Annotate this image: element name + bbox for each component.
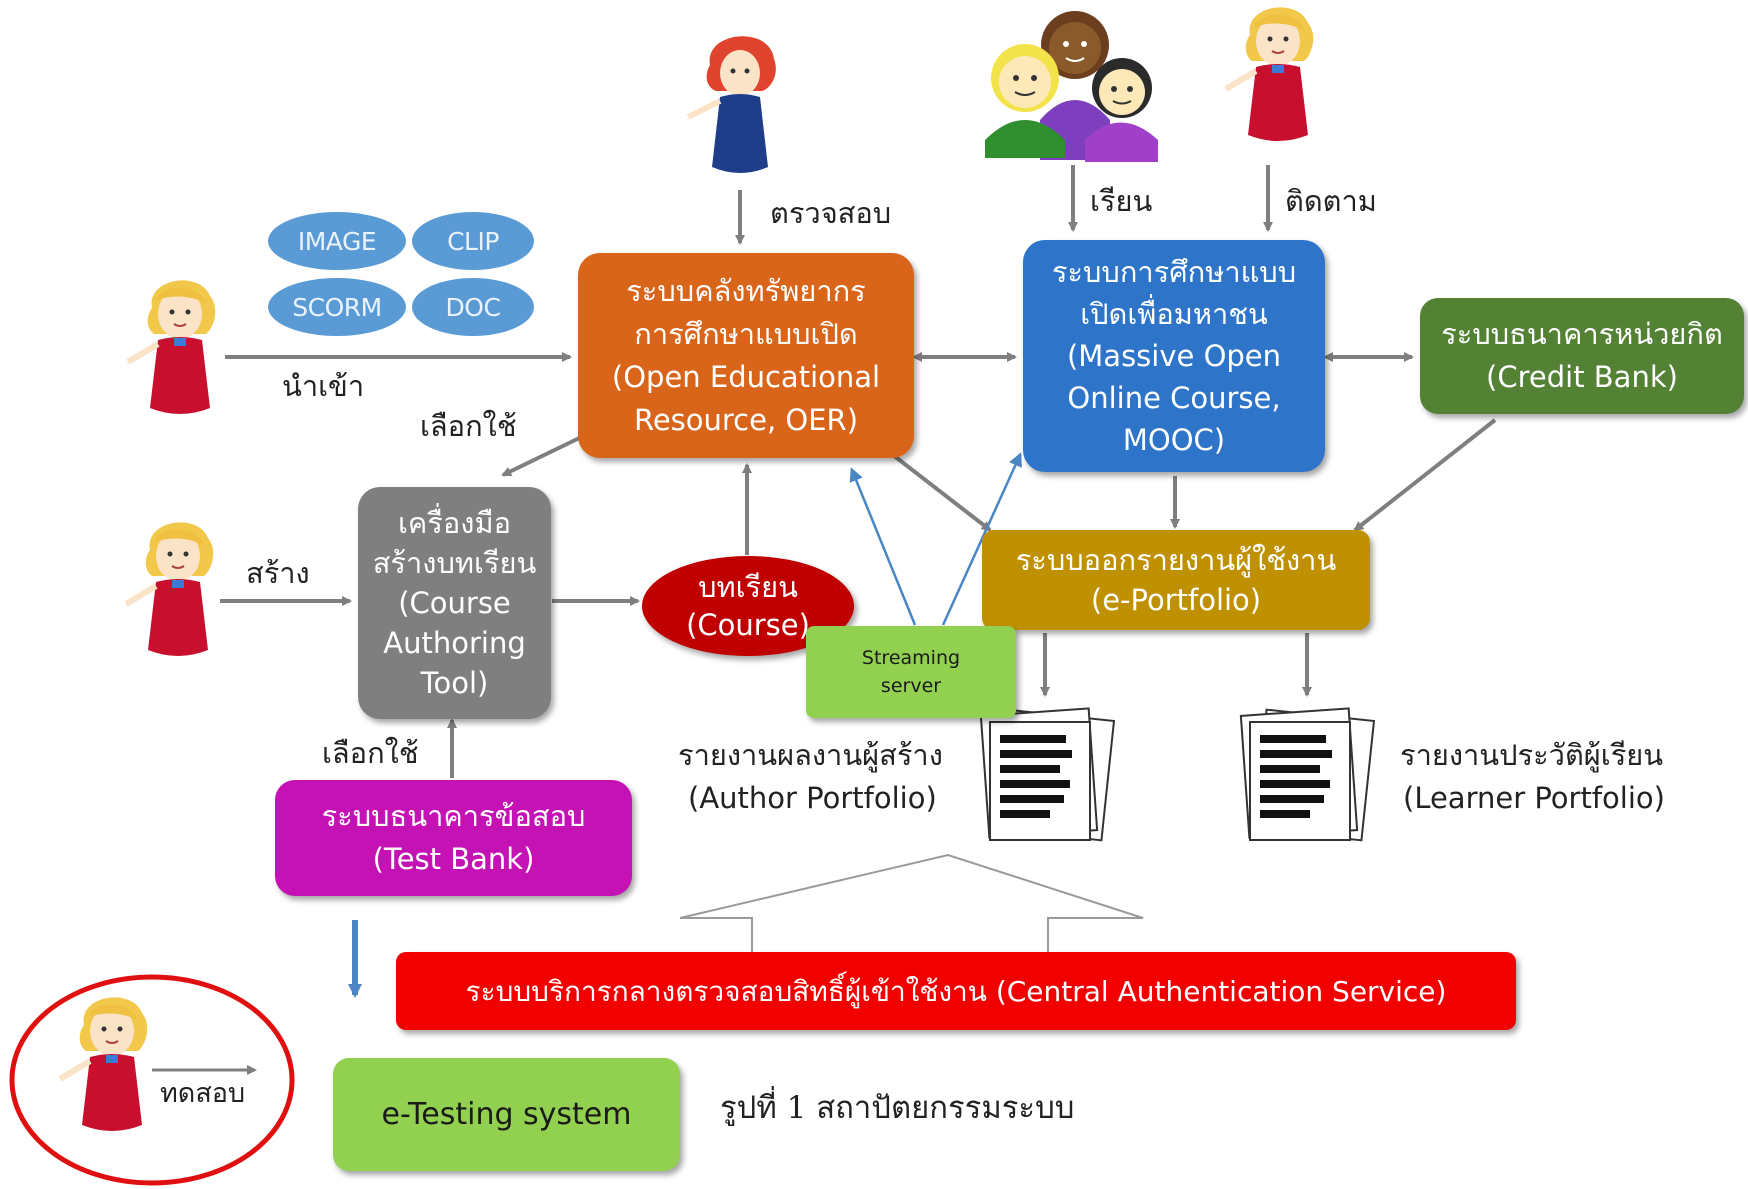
credit-line2: (Credit Bank) (1486, 360, 1678, 394)
learner-portfolio-doc-icon (1239, 707, 1376, 842)
cas-text: ระบบบริการกลางตรวจสอบสิทธิ์ผู้เข้าใช้งาน… (465, 974, 1447, 1008)
test-bank-box: ระบบธนาคารข้อสอบ (Test Bank) (275, 780, 632, 896)
reviewer-person-icon (688, 36, 776, 173)
cas-up-arrow-outline (679, 853, 1144, 952)
oer-line3: (Open Educational (611, 359, 881, 394)
streaming-line2: server (880, 675, 942, 697)
mooc-line3: (Massive Open (1066, 339, 1282, 373)
figure-caption: รูปที่ 1 สถาปัตยกรรมระบบ (720, 1090, 1075, 1126)
label-select-top: เลือกใช้ (420, 409, 517, 443)
oer-box: ระบบคลังทรัพยากร การศึกษาแบบเปิด (Open E… (578, 253, 914, 458)
course-line2: (Course) (686, 608, 810, 642)
credit-line1: ระบบธนาคารหน่วยกิต (1441, 317, 1723, 351)
label-study: เรียน (1090, 184, 1153, 218)
creator-person-icon (126, 522, 213, 656)
mooc-line4: Online Course, (1067, 381, 1281, 415)
importer-person-icon (128, 280, 215, 414)
course-authoring-tool-box: เครื่องมือ สร้างบทเรียน (Course Authorin… (358, 487, 551, 719)
mooc-box: ระบบการศึกษาแบบ เปิดเพื่อมหาชน (Massive … (1023, 240, 1325, 472)
media-doc: DOC (412, 278, 534, 336)
learner-portfolio-subtitle: (Learner Portfolio) (1403, 781, 1665, 815)
eportfolio-box: ระบบออกรายงานผู้ใช้งาน (e-Portfolio) (982, 530, 1370, 630)
testbank-line2: (Test Bank) (372, 842, 535, 876)
label-check: ตรวจสอบ (770, 196, 892, 230)
mooc-line5: MOOC) (1122, 423, 1226, 457)
eportfolio-line2: (e-Portfolio) (1090, 583, 1262, 617)
learner-portfolio-title: รายงานประวัติผู้เรียน (1400, 738, 1664, 772)
authoring-line1: เครื่องมือ (398, 506, 511, 540)
author-portfolio-subtitle: (Author Portfolio) (688, 781, 937, 815)
arrow-credit-to-eportfolio (1353, 418, 1497, 532)
arrow-streaming-to-mooc (941, 452, 1022, 626)
media-clip: CLIP (412, 212, 534, 270)
author-portfolio-title: รายงานผลงานผู้สร้าง (678, 738, 943, 772)
label-select-bottom: เลือกใช้ (322, 736, 419, 770)
arrow-oer-to-eportfolio (891, 453, 992, 532)
etesting-text: e-Testing system (381, 1097, 632, 1132)
label-test: ทดสอบ (160, 1078, 246, 1109)
authoring-line4: Authoring (383, 626, 526, 660)
mooc-line2: เปิดเพื่อมหาชน (1080, 297, 1268, 331)
eportfolio-line1: ระบบออกรายงานผู้ใช้งาน (1015, 543, 1337, 577)
learners-group-icon (985, 11, 1158, 162)
label-create: สร้าง (246, 556, 310, 590)
oer-line4: Resource, OER) (633, 402, 859, 437)
arrow-streaming-to-oer (849, 467, 917, 626)
media-image: IMAGE (268, 212, 406, 270)
oer-line1: ระบบคลังทรัพยากร (626, 273, 866, 308)
oer-line2: การศึกษาแบบเปิด (634, 316, 858, 351)
highlight-circle (9, 974, 295, 1186)
mooc-line1: ระบบการศึกษาแบบ (1051, 255, 1297, 289)
author-portfolio-doc-icon (979, 707, 1116, 842)
credit-bank-box: ระบบธนาคารหน่วยกิต (Credit Bank) (1420, 298, 1744, 414)
authoring-line2: สร้างบทเรียน (372, 546, 537, 580)
testbank-line1: ระบบธนาคารข้อสอบ (321, 799, 586, 833)
e-testing-system-box: e-Testing system (333, 1058, 680, 1171)
media-scorm: SCORM (268, 278, 406, 336)
follower-person-icon (1226, 7, 1313, 141)
authoring-line3: (Course (398, 586, 511, 620)
label-follow: ติดตาม (1285, 184, 1377, 218)
streaming-server-box: Streaming server (806, 626, 1016, 718)
tester-person-icon (60, 997, 147, 1131)
authoring-line5: Tool) (420, 666, 489, 700)
central-authentication-service-box: ระบบบริการกลางตรวจสอบสิทธิ์ผู้เข้าใช้งาน… (396, 952, 1516, 1030)
course-line1: บทเรียน (698, 570, 798, 604)
streaming-line1: Streaming (861, 647, 961, 669)
label-import: นำเข้า (282, 369, 365, 403)
